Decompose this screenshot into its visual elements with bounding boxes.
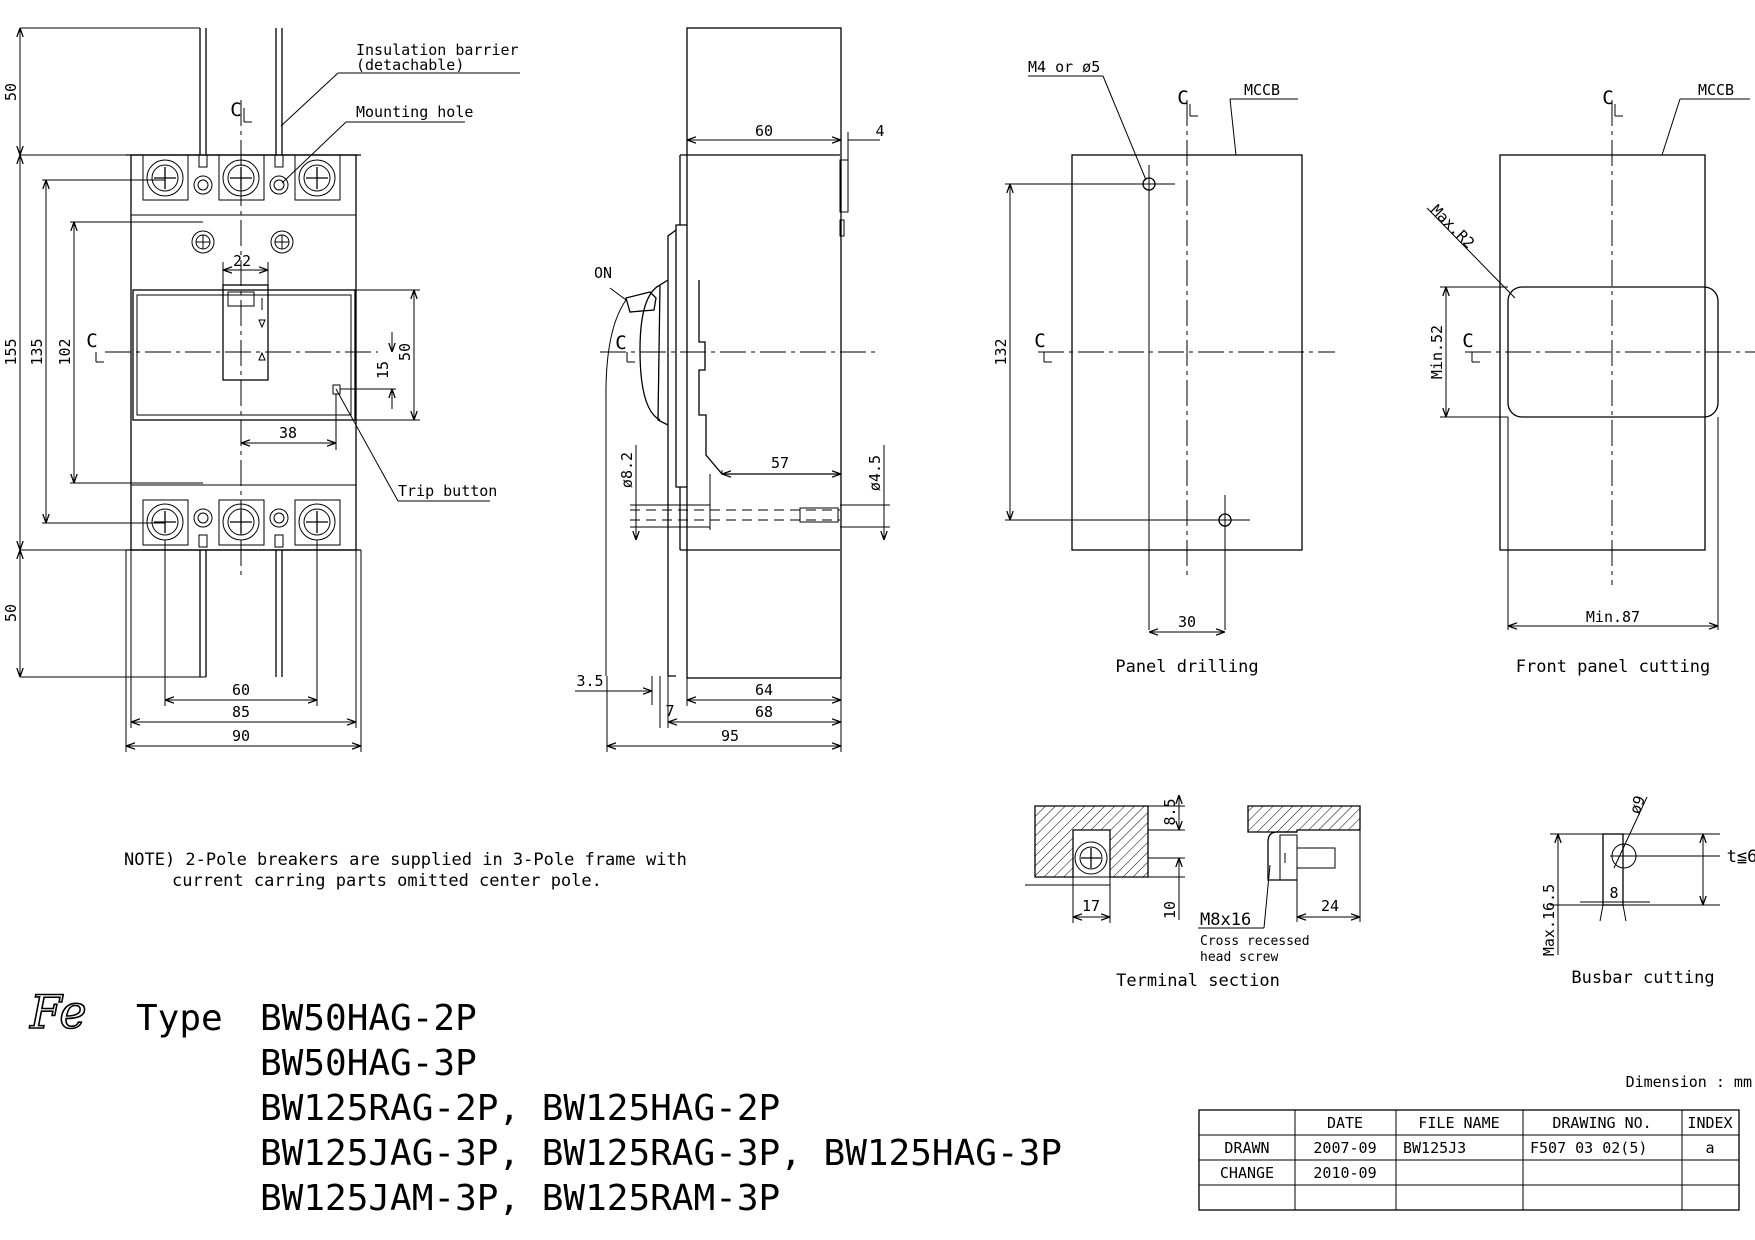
dim-terminal-24: 24 [1321, 897, 1339, 915]
label-on: ON [594, 264, 612, 282]
svg-text:C: C [1177, 87, 1188, 109]
svg-text:C: C [86, 330, 97, 352]
front-view: C C 50 155 135 102 50 22 [2, 27, 520, 752]
centerline-symbol-cut-left: C [1462, 330, 1480, 363]
centerline-symbol-side: C [615, 332, 635, 363]
label-m8x16: M8x16 [1200, 910, 1251, 930]
dim-front-50-top: 50 [2, 83, 20, 101]
dim-side-7: 7 [665, 702, 674, 720]
table-cell: F507 03 02(5) [1530, 1139, 1647, 1157]
caption-panel-drilling: Panel drilling [1115, 657, 1258, 677]
table-header: DATE [1327, 1114, 1363, 1132]
caption-terminal-section: Terminal section [1116, 971, 1280, 991]
dim-terminal-17: 17 [1082, 897, 1100, 915]
title-block: Fe Type BW50HAG-2P BW50HAG-3P BW125RAG-2… [28, 984, 1062, 1219]
panel-drilling-view: C C 132 30 M4 or ø5 MCCB Panel drilling [992, 58, 1335, 677]
mounting-screw-icon [191, 230, 294, 254]
dim-side-64: 64 [755, 681, 773, 699]
svg-text:C: C [1602, 87, 1613, 109]
dim-side-68: 68 [755, 703, 773, 721]
dim-front-102: 102 [56, 338, 74, 365]
fe-logo-icon: Fe [29, 985, 87, 1039]
label-insulation-barrier: Insulation barrier [356, 41, 519, 59]
dim-front-22: 22 [233, 252, 251, 270]
side-view: ON C 60 4 ø8.2 ø4.5 57 [575, 27, 890, 752]
table-header: FILE NAME [1418, 1114, 1499, 1132]
label-t-le-6: t≦6 [1727, 847, 1755, 867]
dim-front-50-right: 50 [396, 343, 414, 361]
table-header: DRAWING NO. [1552, 1114, 1651, 1132]
label-mccb-2: MCCB [1698, 81, 1734, 99]
dim-front-60: 60 [232, 681, 250, 699]
svg-text:current carring parts omitted: current carring parts omitted center pol… [172, 871, 602, 891]
dim-phi9: ø9 [1626, 793, 1649, 816]
table-cell: a [1705, 1139, 1714, 1157]
type-label: Type [136, 998, 223, 1039]
label-mounting-hole: Mounting hole [356, 103, 473, 121]
table-cell: DRAWN [1224, 1139, 1269, 1157]
table-cell: BW125J3 [1403, 1139, 1466, 1157]
dim-side-95: 95 [721, 727, 739, 745]
dim-front-38: 38 [279, 424, 297, 442]
centerline-symbol-cut-top: C [1602, 87, 1623, 117]
dim-max16-5: Max.16.5 [1540, 884, 1558, 956]
label-mccb: MCCB [1244, 81, 1280, 99]
dim-front-15: 15 [374, 361, 392, 379]
revision-table: DATE FILE NAME DRAWING NO. INDEX DRAWN 2… [1198, 1109, 1740, 1211]
centerline-symbol-drill-left: C [1034, 330, 1052, 363]
centerline-symbol-front-left: C [86, 330, 104, 363]
label-head-screw: head screw [1200, 950, 1278, 965]
label-m4-or-5: M4 or ø5 [1028, 58, 1100, 76]
label-max-r2: Max.R2 [1427, 201, 1478, 252]
model-line-3: BW125RAG-2P, BW125HAG-2P [260, 1088, 780, 1129]
dim-side-4: 4 [875, 122, 884, 140]
dim-side-3-5: 3.5 [576, 672, 603, 690]
svg-text:C: C [230, 99, 241, 121]
dim-side-phi8-2: ø8.2 [618, 452, 636, 488]
dim-busbar-8: 8 [1609, 884, 1618, 902]
svg-text:C: C [1462, 330, 1473, 352]
centerline-symbol-front-top: C [230, 99, 252, 123]
front-panel-cutting-view: C C Min.52 Min.87 Max.R2 MCCB Front pane… [1426, 81, 1755, 677]
dim-drill-30: 30 [1178, 613, 1196, 631]
dim-front-50-bottom: 50 [2, 604, 20, 622]
dim-front-90: 90 [232, 727, 250, 745]
dim-min87: Min.87 [1586, 608, 1640, 626]
busbar-cutting-view: Max.16.5 t≦6 ø9 8 Busbar cutting [1540, 793, 1755, 988]
table-cell: 2010-09 [1313, 1164, 1376, 1182]
dim-side-60: 60 [755, 122, 773, 140]
model-line-1: BW50HAG-2P [260, 998, 477, 1039]
caption-front-panel-cutting: Front panel cutting [1516, 657, 1710, 677]
model-line-5: BW125JAM-3P, BW125RAM-3P [260, 1178, 780, 1219]
svg-text:C: C [615, 332, 626, 354]
table-header: INDEX [1687, 1114, 1732, 1132]
dimension-unit: Dimension : mm [1626, 1073, 1752, 1091]
terminal-section-view: 8.5 10 17 24 M8x16 Cross recessed head s… [1025, 795, 1361, 991]
centerline-symbol-drill-top: C [1177, 87, 1198, 117]
svg-text:C: C [1034, 330, 1045, 352]
model-line-4: BW125JAG-3P, BW125RAG-3P, BW125HAG-3P [260, 1133, 1062, 1174]
label-insulation-barrier-sub: (detachable) [356, 56, 464, 74]
caption-busbar-cutting: Busbar cutting [1571, 968, 1714, 988]
dim-drill-132: 132 [992, 338, 1010, 365]
dim-front-135: 135 [28, 338, 46, 365]
label-trip-button: Trip button [398, 482, 497, 500]
table-cell: 2007-09 [1313, 1139, 1376, 1157]
dim-front-85: 85 [232, 703, 250, 721]
dim-terminal-10: 10 [1161, 901, 1179, 919]
dim-side-57: 57 [771, 454, 789, 472]
svg-text:NOTE) 2-Pole breakers are supp: NOTE) 2-Pole breakers are supplied in 3-… [124, 850, 687, 870]
label-cross-recessed: Cross recessed [1200, 934, 1310, 949]
model-line-2: BW50HAG-3P [260, 1043, 477, 1084]
dim-front-155: 155 [2, 338, 20, 365]
dim-min52: Min.52 [1428, 325, 1446, 379]
dim-terminal-8-5: 8.5 [1161, 798, 1179, 825]
table-cell: CHANGE [1220, 1164, 1274, 1182]
note: NOTE) 2-Pole breakers are supplied in 3-… [124, 850, 687, 891]
insulation-barriers [199, 28, 283, 677]
dim-side-phi4-5: ø4.5 [866, 455, 884, 491]
